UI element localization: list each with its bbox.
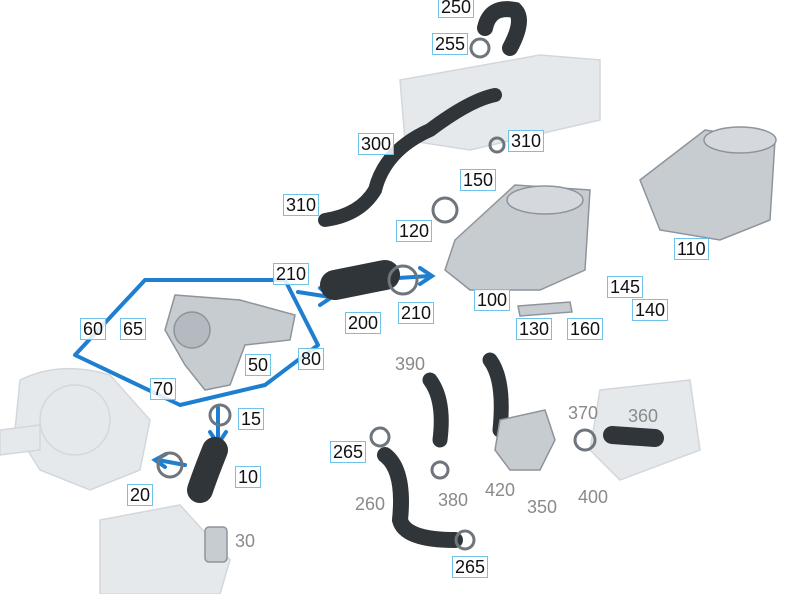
arrow-to-hose-200 (296, 290, 332, 299)
callout-60[interactable]: 60 (80, 318, 107, 340)
clamp-210 (387, 264, 419, 296)
callout-310-left[interactable]: 310 (283, 194, 320, 216)
hose-360 (603, 426, 664, 447)
hose-200 (320, 260, 400, 300)
callout-15[interactable]: 15 (238, 408, 265, 430)
callout-390[interactable]: 390 (395, 354, 426, 374)
callout-140[interactable]: 140 (632, 299, 669, 321)
callout-255[interactable]: 255 (432, 33, 469, 55)
callout-265-bottom[interactable]: 265 (452, 556, 489, 578)
callout-370[interactable]: 370 (568, 403, 599, 423)
bracket-130 (517, 301, 573, 317)
fittings (156, 37, 597, 551)
callout-65[interactable]: 65 (120, 318, 147, 340)
clamp-310 (488, 136, 506, 154)
callout-30[interactable]: 30 (235, 531, 256, 551)
callout-380[interactable]: 380 (438, 490, 469, 510)
clamp-255 (469, 37, 491, 59)
oil-pump-ghost (99, 504, 231, 594)
callout-420[interactable]: 420 (485, 480, 516, 500)
coolant-housing-110 (639, 129, 776, 241)
seal-120 (431, 196, 459, 224)
callout-70[interactable]: 70 (150, 378, 177, 400)
callout-210-right[interactable]: 210 (398, 302, 435, 324)
callout-360[interactable]: 360 (628, 406, 659, 426)
callout-250[interactable]: 250 (438, 0, 475, 18)
pipe-ghost (0, 424, 41, 456)
arrow-to-housing-100-head (418, 266, 436, 286)
assembly-outline (73, 278, 320, 407)
callout-210-left[interactable]: 210 (273, 263, 310, 285)
callout-400[interactable]: 400 (578, 487, 609, 507)
callout-80[interactable]: 80 (298, 348, 325, 370)
callout-130[interactable]: 130 (516, 318, 553, 340)
hose-300 (318, 88, 502, 227)
seal-370 (573, 428, 597, 452)
clamp-380 (430, 460, 450, 480)
callout-145[interactable]: 145 (607, 276, 644, 298)
clamp-15 (208, 403, 232, 427)
housing-100-can (506, 185, 584, 215)
callout-265-top[interactable]: 265 (330, 441, 367, 463)
clamp-20 (156, 451, 184, 479)
callout-20[interactable]: 20 (127, 484, 154, 506)
hose-260 (377, 447, 463, 548)
callout-10[interactable]: 10 (235, 466, 262, 488)
clamp-265a (369, 426, 391, 448)
hose-390 (422, 372, 449, 448)
callout-260[interactable]: 260 (355, 494, 386, 514)
callout-100[interactable]: 100 (474, 289, 511, 311)
callout-110[interactable]: 110 (674, 238, 709, 260)
callout-160[interactable]: 160 (567, 318, 604, 340)
hose-250 (477, 1, 527, 56)
housing-110-can (703, 126, 777, 154)
metal-parts (164, 126, 777, 563)
clamp-265b (454, 529, 476, 551)
pump-pulley-ghost (39, 384, 111, 456)
hoses (187, 1, 664, 548)
callout-120[interactable]: 120 (396, 220, 433, 242)
callout-150[interactable]: 150 (460, 169, 497, 191)
arrow-to-housing-100 (396, 274, 432, 280)
callout-300[interactable]: 300 (358, 133, 395, 155)
callout-200[interactable]: 200 (345, 312, 382, 334)
callout-50[interactable]: 50 (245, 354, 272, 376)
elbow-10 (187, 437, 228, 503)
callout-310-top[interactable]: 310 (508, 130, 545, 152)
callout-350[interactable]: 350 (527, 497, 558, 517)
valve-350 (494, 409, 556, 471)
pipe-30 (204, 526, 228, 563)
thermostat-port (173, 311, 211, 349)
